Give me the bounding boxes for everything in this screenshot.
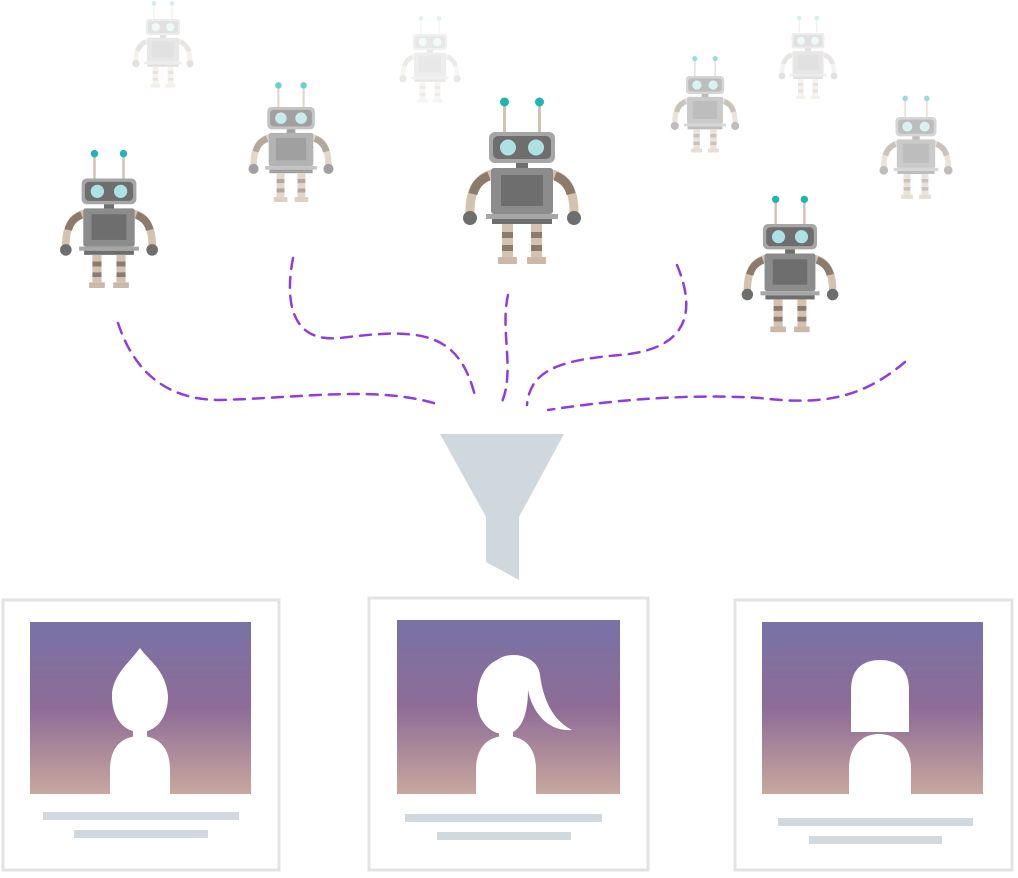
caption-line bbox=[437, 832, 571, 840]
person-silhouette-short-hair-icon bbox=[110, 648, 170, 794]
robot-group bbox=[60, 1, 953, 332]
person-silhouette-ponytail-icon bbox=[476, 655, 572, 794]
profile-cards bbox=[1, 596, 1014, 872]
robot-icon bbox=[132, 1, 193, 88]
person-silhouette-bob-hair-icon bbox=[849, 660, 911, 794]
robot-icon bbox=[879, 96, 952, 199]
dashed-line bbox=[288, 256, 478, 402]
dashed-line bbox=[546, 360, 907, 412]
robot-icon bbox=[779, 16, 838, 99]
caption-line bbox=[74, 830, 208, 838]
robot-icon bbox=[249, 82, 334, 202]
profile-card-short-hair bbox=[1, 598, 281, 872]
caption-line bbox=[809, 836, 942, 844]
profile-card-bob-hair bbox=[733, 598, 1014, 872]
robot-icon bbox=[399, 16, 460, 103]
robot-icon bbox=[60, 150, 158, 288]
dashed-flow-lines bbox=[116, 256, 907, 412]
robot-icon bbox=[463, 98, 581, 265]
caption-line bbox=[778, 818, 973, 826]
robot-icon bbox=[742, 196, 839, 333]
caption-line bbox=[405, 814, 602, 822]
dashed-line bbox=[525, 263, 688, 407]
dashed-line bbox=[500, 293, 510, 404]
caption-line bbox=[43, 812, 239, 820]
profile-card-ponytail bbox=[367, 596, 650, 872]
dashed-line bbox=[116, 321, 442, 407]
robot-icon bbox=[671, 56, 739, 153]
funnel-icon bbox=[440, 434, 564, 580]
